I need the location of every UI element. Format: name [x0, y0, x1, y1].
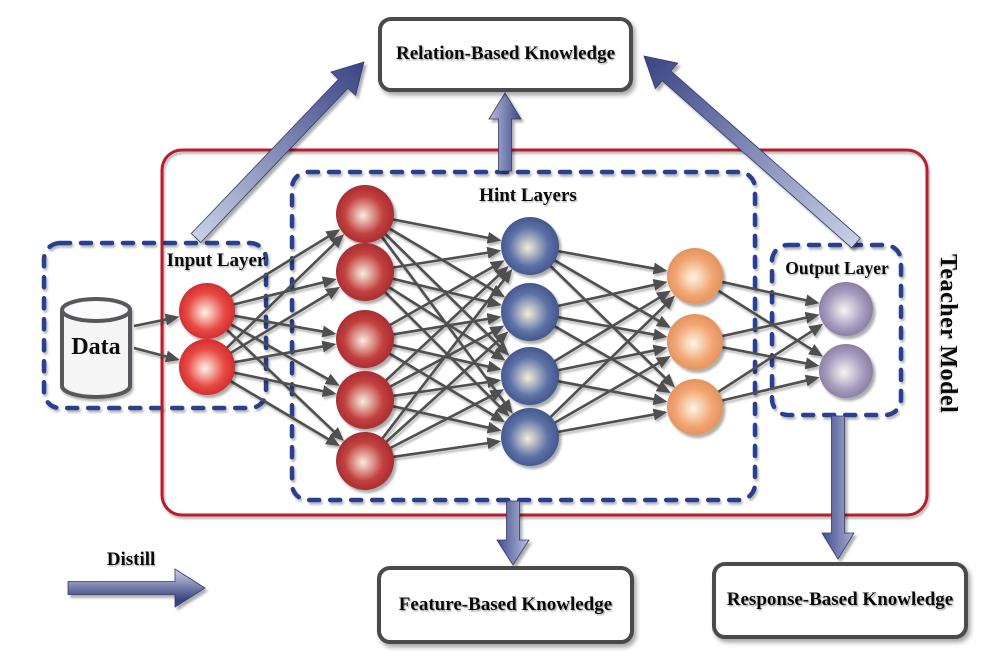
- neuron-node: [667, 314, 723, 370]
- feature-based-knowledge-box: Feature-Based Knowledge: [377, 566, 634, 644]
- hint-layer-2-nodes: [501, 217, 559, 466]
- teacher-model-label: Teacher Model: [935, 254, 961, 414]
- neuron-node: [501, 408, 559, 466]
- arrow-output-to-relation: [643, 55, 861, 249]
- neuron-node: [336, 310, 394, 368]
- output-layer-label: Output Layer: [785, 258, 889, 278]
- neuron-node: [667, 379, 723, 435]
- neuron-node: [819, 344, 873, 398]
- output-layer-frame: [769, 242, 904, 418]
- hint-layer-3-nodes: [667, 248, 723, 435]
- response-based-knowledge-label: Response-Based Knowledge: [726, 589, 954, 611]
- output-layer-nodes: [819, 282, 873, 398]
- relation-based-knowledge-label: Relation-Based Knowledge: [395, 43, 616, 65]
- input-layer-nodes: [179, 283, 235, 395]
- neuron-node: [819, 282, 873, 336]
- data-cylinder-label: Data: [71, 334, 120, 360]
- neuron-node: [179, 339, 235, 395]
- hint-layer-1-nodes: [336, 185, 394, 490]
- teacher-model-frame: [160, 148, 929, 517]
- arrow-input-to-relation: [190, 61, 365, 244]
- neuron-node: [667, 248, 723, 304]
- data-cylinder: Data: [60, 297, 132, 399]
- hint-layers-label: Hint Layers: [479, 185, 577, 206]
- neuron-node: [501, 283, 559, 341]
- distill-legend-label: Distill: [106, 549, 156, 570]
- response-based-knowledge-box: Response-Based Knowledge: [712, 562, 968, 639]
- network-edges: [133, 217, 824, 459]
- feature-based-knowledge-label: Feature-Based Knowledge: [398, 593, 613, 615]
- arrow-output-to-response: [821, 415, 855, 560]
- arrow-distill-legend: [67, 568, 206, 608]
- neuron-node: [179, 283, 235, 339]
- input-layer-frame: [41, 240, 269, 411]
- neuron-node: [336, 185, 394, 243]
- neuron-node: [336, 243, 394, 301]
- knowledge-arrows: [67, 55, 861, 608]
- arrow-hint-to-relation: [488, 92, 522, 172]
- input-layer-label: Input Layer: [166, 250, 266, 271]
- neuron-node: [336, 371, 394, 429]
- hint-layers-frame: [289, 169, 758, 503]
- neuron-node: [501, 347, 559, 405]
- network-nodes: [179, 185, 873, 490]
- neuron-node: [336, 432, 394, 490]
- arrow-hint-to-feature: [496, 500, 530, 566]
- neuron-node: [501, 217, 559, 275]
- relation-based-knowledge-box: Relation-Based Knowledge: [378, 17, 633, 92]
